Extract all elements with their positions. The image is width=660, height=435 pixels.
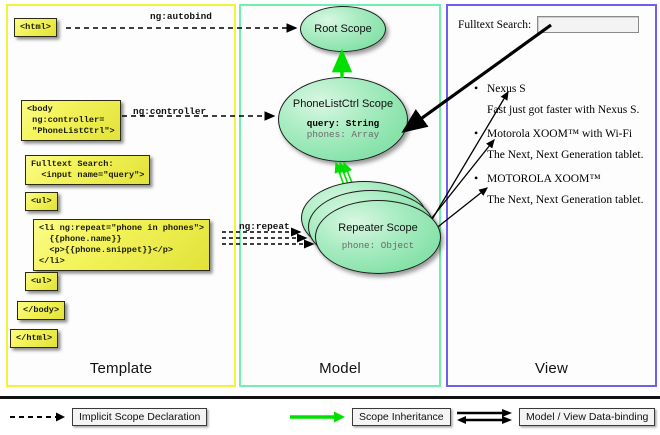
code-box-fulltext-search[interactable]: Fulltext Search: <input name="query"> — [25, 155, 151, 185]
edge-label-ng-autobind: ng:autobind — [150, 11, 212, 22]
edge-label-ng-controller: ng:controller — [133, 106, 207, 117]
code-box-html-open[interactable]: <html> — [14, 18, 57, 37]
scope-phonelistctrl[interactable]: PhoneListCtrl Scope query: String phones… — [278, 77, 408, 162]
double-arrow-icon — [457, 409, 512, 424]
dashed-arrow-icon — [10, 412, 65, 422]
list-item[interactable]: Motorola XOOM™ with Wi-Fi The Next, Next… — [474, 126, 646, 163]
scope-repeater[interactable]: Repeater Scope phone: Object — [315, 200, 441, 274]
scope-field-phones: phones: Array — [306, 129, 380, 141]
code-box-body-close[interactable]: </body> — [17, 301, 66, 320]
code-box-ul-close[interactable]: <ul> — [25, 272, 58, 291]
code-box-body-open[interactable]: <body ng:controller= "PhoneListCtrl"> — [21, 100, 121, 141]
list-item[interactable]: Nexus S Fast just got faster with Nexus … — [474, 81, 646, 118]
legend-label: Model / View Data-binding — [519, 407, 656, 426]
code-box-html-close[interactable]: </html> — [10, 329, 59, 348]
list-item[interactable]: MOTOROLA XOOM™ The Next, Next Generation… — [474, 170, 646, 208]
list-item-snippet: The Next, Next Generation tablet. — [487, 149, 644, 162]
scope-field-query: query: String — [306, 117, 380, 129]
scope-field-phone: phone: Object — [341, 240, 415, 252]
solid-arrow-icon — [290, 411, 345, 423]
scope-root-title: Root Scope — [314, 22, 372, 35]
view-phone-list: Nexus S Fast just got faster with Nexus … — [474, 81, 646, 216]
scope-root[interactable]: Root Scope — [300, 6, 386, 52]
legend-label: Implicit Scope Declaration — [72, 407, 208, 426]
list-item-snippet: Fast just got faster with Nexus S. — [487, 104, 640, 117]
panel-title-model: Model — [319, 360, 361, 377]
view-search-input[interactable] — [537, 16, 640, 33]
scope-repeater-title: Repeater Scope — [338, 222, 418, 235]
list-item-name: Motorola XOOM™ with Wi-Fi — [474, 126, 646, 141]
legend-divider — [0, 396, 660, 399]
edge-label-ng-repeat: ng:repeat — [239, 221, 290, 232]
legend-item-implicit-scope-declaration: Implicit Scope Declaration — [8, 407, 208, 426]
scope-phonelistctrl-title: PhoneListCtrl Scope — [292, 98, 394, 111]
list-item-name: MOTOROLA XOOM™ — [474, 170, 646, 185]
view-search-label: Fulltext Search: — [458, 18, 532, 31]
panel-title-template: Template — [89, 360, 153, 377]
legend-item-scope-inheritance: Scope Inheritance — [288, 407, 451, 426]
list-item-name: Nexus S — [474, 81, 646, 96]
legend-item-model-view-data-binding: Model / View Data-binding — [455, 407, 656, 426]
legend-label: Scope Inheritance — [352, 407, 451, 426]
panel-title-view: View — [534, 360, 569, 377]
list-item-snippet: The Next, Next Generation tablet. — [487, 193, 644, 206]
view-pane: Fulltext Search: Nexus S Fast just got f… — [452, 10, 648, 370]
view-search-row: Fulltext Search: — [458, 16, 640, 33]
code-box-li-repeat[interactable]: <li ng:repeat="phone in phones"> {{phone… — [33, 219, 211, 271]
code-box-ul-open[interactable]: <ul> — [25, 192, 58, 211]
